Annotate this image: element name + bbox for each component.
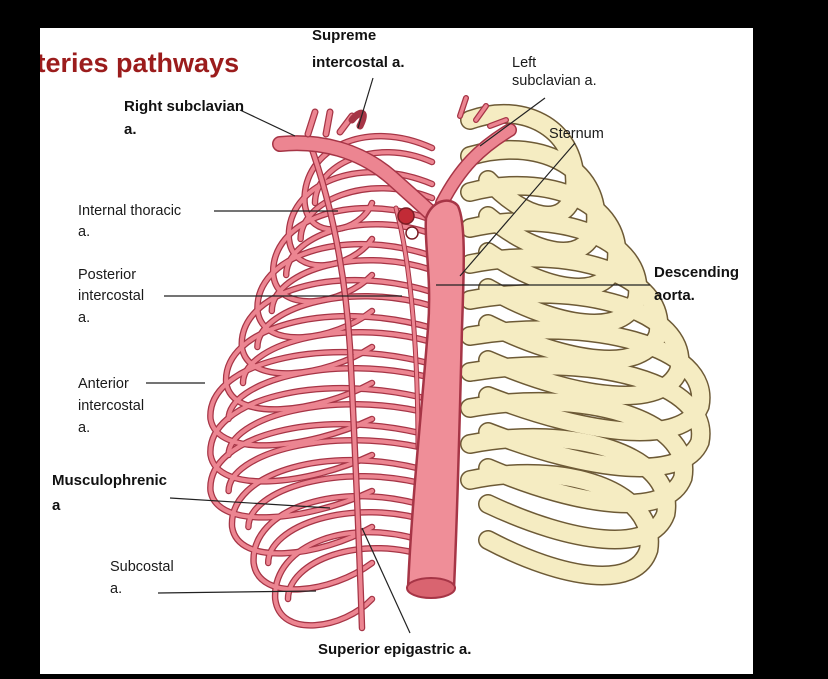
label-posterior-intercostal-3: a.	[78, 310, 91, 326]
label-sternum: Sternum	[549, 126, 604, 142]
label-right-subclavian-1: Right subclavian	[124, 98, 245, 115]
label-descending-aorta-1: Descending	[654, 264, 740, 281]
descending-aorta	[397, 199, 466, 599]
intercostal-arteries	[207, 132, 436, 629]
label-descending-aorta-2: aorta.	[654, 287, 695, 304]
leader-lines	[146, 77, 650, 634]
subclavian-arteries	[272, 95, 517, 228]
label-supreme-intercostal-1: Supreme	[312, 28, 377, 44]
label-posterior-intercostal-2: intercostal	[78, 288, 145, 304]
label-left-subclavian-1: Left	[512, 55, 537, 71]
label-right-subclavian-2: a.	[124, 121, 137, 138]
label-anterior-intercostal-3: a.	[78, 420, 91, 436]
rib-cage-bones	[460, 103, 711, 586]
label-superior-epigastric: Superior epigastric a.	[318, 641, 472, 658]
label-anterior-intercostal-1: Anterior	[78, 376, 129, 392]
label-internal-thoracic-2: a.	[78, 224, 91, 240]
diagram-title: rteries pathways	[40, 48, 240, 78]
label-musculophrenic-2: a	[52, 497, 61, 514]
label-musculophrenic-1: Musculophrenic	[52, 472, 168, 489]
label-left-subclavian-2: subclavian a.	[512, 73, 597, 89]
label-subcostal-2: a.	[110, 581, 123, 597]
label-anterior-intercostal-2: intercostal	[78, 398, 145, 414]
label-supreme-intercostal-2: intercostal a.	[312, 54, 405, 71]
internal-thoracic-artery	[304, 134, 421, 632]
label-internal-thoracic-1: Internal thoracic	[78, 203, 182, 219]
thoracic-arteries-illustration	[146, 77, 711, 634]
label-posterior-intercostal-1: Posterior	[78, 267, 137, 283]
diagram-panel: rteries pathways	[40, 28, 753, 674]
label-subcostal-1: Subcostal	[110, 559, 174, 575]
